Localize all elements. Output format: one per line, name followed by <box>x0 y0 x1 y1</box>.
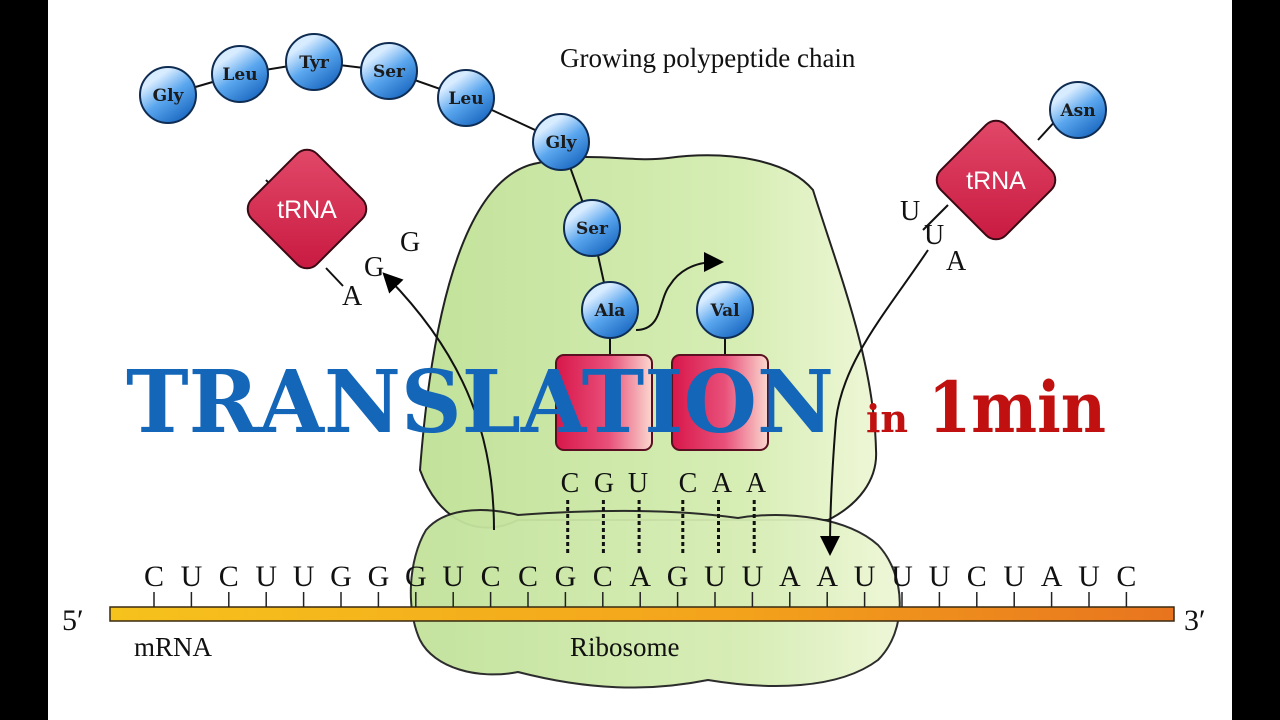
mrna-base: U <box>929 560 951 593</box>
mrna-base: U <box>704 560 726 593</box>
leaving-anticodon-1: G <box>400 227 420 258</box>
aa-bead <box>437 69 495 127</box>
aa-bead-label: Leu <box>222 65 257 85</box>
leaving-trna-label: tRNA <box>277 196 337 224</box>
mrna-base: U <box>255 560 277 593</box>
entering-anticodon-3: A <box>946 246 967 277</box>
site-anticodon-letter: A <box>746 468 767 499</box>
ribosome-small-subunit <box>409 509 901 689</box>
site-anticodon-letter: C <box>679 468 698 499</box>
mrna-base: U <box>442 560 464 593</box>
mrna-base: G <box>330 560 352 593</box>
mrna-base: C <box>593 560 613 593</box>
mrna-base: C <box>144 560 164 593</box>
aa-bead <box>581 281 639 339</box>
aa-bead-label: Gly <box>153 86 185 106</box>
aa-asn <box>1049 81 1107 139</box>
mrna-base: A <box>1041 560 1063 593</box>
mrna-base: U <box>1003 560 1025 593</box>
leaving-trna: tRNA G G A <box>246 148 420 312</box>
leaving-trna-path <box>382 272 495 531</box>
entering-trna-path <box>820 249 929 556</box>
site-anticodon-letter: G <box>594 468 614 499</box>
base-pair-lines <box>566 500 756 556</box>
aa-asn-label: Asn <box>1059 101 1095 121</box>
title-in: in <box>866 396 908 441</box>
leaving-anticodon-2: G <box>364 252 384 283</box>
title-time: 1min <box>928 366 1106 449</box>
growing-chain-label: Growing polypeptide chain <box>560 43 856 73</box>
mrna-base: U <box>891 560 913 593</box>
mrna-base: A <box>629 560 651 593</box>
five-prime-label: 5′ <box>62 604 84 637</box>
mrna-base: U <box>742 560 764 593</box>
site-anticodon-letter: C <box>561 468 580 499</box>
mrna-base: G <box>368 560 390 593</box>
aa-bead <box>360 42 418 100</box>
mrna-ticks <box>153 592 1128 607</box>
aa-bead-label: Tyr <box>299 53 330 73</box>
mrna-base: U <box>1078 560 1100 593</box>
site-anticodon-letter: A <box>712 468 733 499</box>
p-site-trna <box>555 354 653 451</box>
mrna-base: G <box>405 560 427 593</box>
three-prime-label: 3′ <box>1184 604 1206 637</box>
aa-bead-label: Ser <box>373 62 406 82</box>
aa-bead <box>532 113 590 171</box>
aa-bead-label: Leu <box>448 89 483 109</box>
entering-anticodon-1: U <box>900 196 920 227</box>
entering-trna: tRNA Asn U U A <box>900 81 1107 277</box>
aa-bead <box>563 199 621 257</box>
mrna-strand <box>109 606 1175 622</box>
mrna-base: C <box>481 560 501 593</box>
aa-bead-label: Gly <box>546 133 578 153</box>
mrna-base: C <box>967 560 987 593</box>
aa-bead-label: Ala <box>594 301 626 321</box>
site-anticodon-letter: U <box>628 468 648 499</box>
a-site-trna <box>671 354 769 451</box>
peptide-transfer-arrow <box>635 252 724 331</box>
mrna-base: U <box>854 560 876 593</box>
mrna-base: A <box>816 560 838 593</box>
aa-bead-label: Ser <box>576 219 609 239</box>
mrna-base: C <box>1116 560 1136 593</box>
aa-val <box>696 281 754 339</box>
mrna-base: G <box>667 560 689 593</box>
mrna-base: C <box>518 560 538 593</box>
aa-bead <box>211 45 269 103</box>
entering-anticodon-2: U <box>924 220 944 251</box>
mrna-base: A <box>779 560 801 593</box>
leaving-anticodon-3: A <box>342 281 363 312</box>
entering-trna-body <box>935 119 1057 241</box>
mrna-base: U <box>181 560 203 593</box>
ribosome-label: Ribosome <box>570 632 680 662</box>
title-translation: TRANSLATION <box>126 352 834 453</box>
mrna-label: mRNA <box>134 632 213 662</box>
entering-trna-label: tRNA <box>966 167 1026 195</box>
leaving-trna-body <box>246 148 368 270</box>
aa-val-label: Val <box>709 301 740 321</box>
mrna-base: G <box>555 560 577 593</box>
aa-bead <box>139 66 197 124</box>
mrna-base: C <box>219 560 239 593</box>
aa-bead <box>285 33 343 91</box>
mrna-base: U <box>293 560 315 593</box>
